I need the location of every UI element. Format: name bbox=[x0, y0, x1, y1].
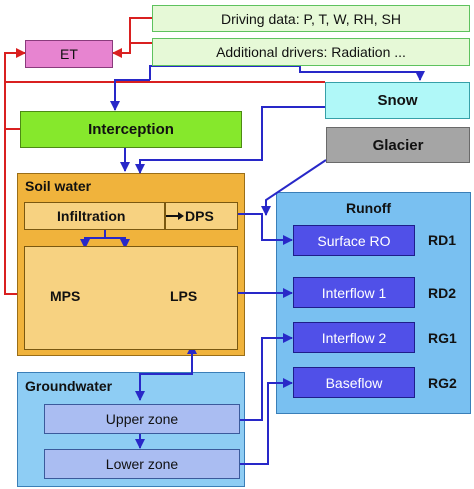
rg1-label: RG1 bbox=[428, 330, 457, 346]
arrow-driving-to-et bbox=[112, 17, 152, 58]
infiltration-to-dps-arrowhead bbox=[178, 212, 184, 220]
arrow-upper-to-interflow2 bbox=[240, 333, 293, 421]
arrow-infiltration-split-right bbox=[105, 237, 130, 249]
lps-label: LPS bbox=[170, 288, 198, 304]
arrow-snow-et bbox=[4, 81, 325, 295]
snow-box: Snow bbox=[325, 82, 470, 119]
interception-box: Interception bbox=[20, 111, 242, 148]
arrow-forcing-to-snow bbox=[299, 66, 425, 81]
glacier-box: Glacier bbox=[326, 127, 470, 163]
additional-drivers-box: Additional drivers: Radiation ... bbox=[152, 38, 470, 66]
mps-label: MPS bbox=[50, 288, 81, 304]
rd1-label: RD1 bbox=[428, 232, 457, 248]
arrow-snow-to-soil bbox=[135, 106, 325, 174]
interflow-1-box: Interflow 1 bbox=[293, 277, 415, 308]
upper-zone-box: Upper zone bbox=[44, 404, 240, 434]
driving-data-box: Driving data: P, T, W, RH, SH bbox=[152, 5, 470, 32]
arrow-forcing-to-interception bbox=[110, 79, 150, 111]
runoff-label: Runoff bbox=[346, 200, 392, 216]
dps-label: DPS bbox=[185, 208, 214, 224]
et-box: ET bbox=[25, 40, 113, 68]
storage-box bbox=[24, 246, 238, 350]
surface-ro-box: Surface RO bbox=[293, 225, 415, 256]
arrow-glacier-to-runoff bbox=[261, 159, 327, 216]
arrow-dps-to-surface bbox=[238, 213, 293, 245]
infiltration-label: Infiltration bbox=[57, 208, 126, 224]
soil-water-label: Soil water bbox=[25, 178, 92, 194]
groundwater-label: Groundwater bbox=[25, 378, 113, 394]
rg2-label: RG2 bbox=[428, 375, 457, 391]
baseflow-box: Baseflow bbox=[293, 367, 415, 398]
arrow-et-up bbox=[4, 48, 26, 82]
arrow-infiltration-split bbox=[80, 230, 106, 249]
infiltration-divider bbox=[164, 202, 166, 230]
infiltration-box: Infiltration bbox=[24, 202, 238, 230]
lower-zone-box: Lower zone bbox=[44, 449, 240, 479]
arrow-soil-groundwater bbox=[135, 352, 193, 401]
interflow-2-box: Interflow 2 bbox=[293, 322, 415, 353]
infiltration-to-dps-arrow bbox=[166, 215, 180, 217]
arrow-lower-to-baseflow bbox=[240, 378, 293, 465]
arrow-drivers-down bbox=[149, 65, 300, 80]
rd2-label: RD2 bbox=[428, 285, 457, 301]
